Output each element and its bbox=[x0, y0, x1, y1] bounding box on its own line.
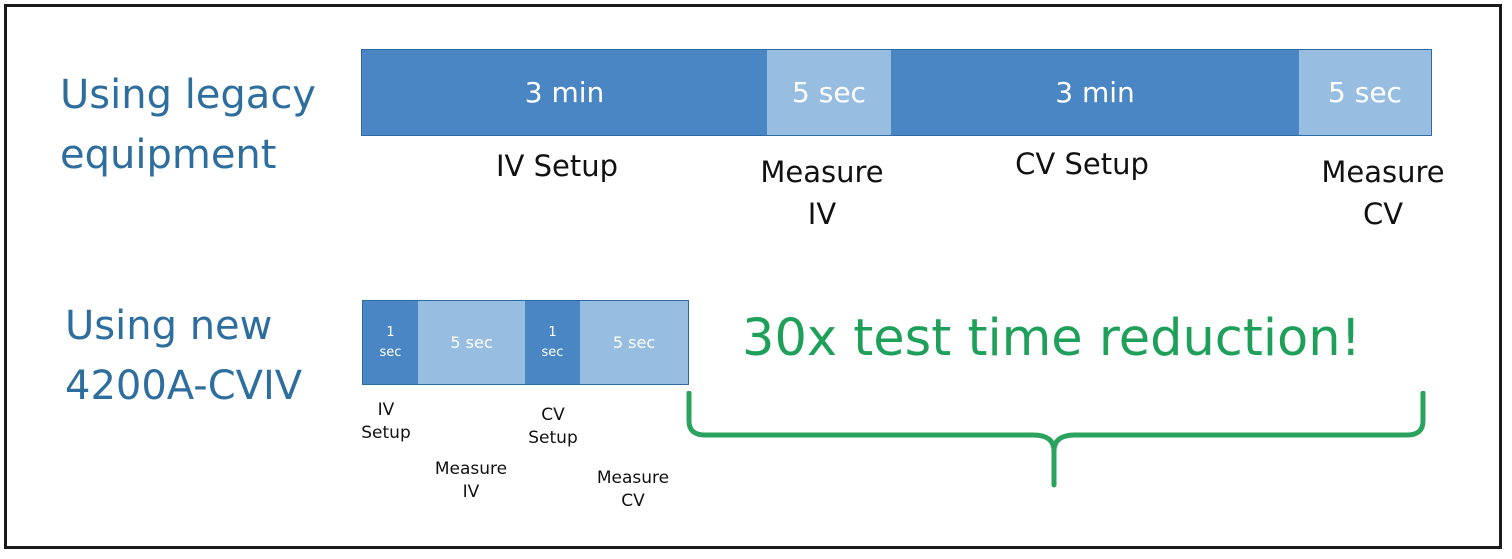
legacy-measure-cv-segment: 5 sec bbox=[1299, 50, 1431, 135]
brace-icon bbox=[686, 391, 1426, 488]
brace-path bbox=[686, 391, 1426, 488]
new-timeline-bar: 1 sec 5 sec 1 sec 5 sec bbox=[362, 300, 689, 385]
new-measure-cv-segment: 5 sec bbox=[580, 301, 688, 384]
new-measure-iv-segment: 5 sec bbox=[418, 301, 525, 384]
legacy-cv-setup-caption: CV Setup bbox=[1015, 147, 1149, 181]
new-measure-iv-caption: Measure IV bbox=[434, 459, 508, 502]
new-iv-setup-segment: 1 sec bbox=[363, 301, 418, 384]
legacy-cv-setup-segment: 3 min bbox=[891, 50, 1299, 135]
legacy-measure-cv-caption: Measure CV bbox=[1321, 155, 1445, 231]
test-time-reduction-headline: 30x test time reduction! bbox=[742, 309, 1361, 368]
legacy-timeline-bar: 3 min 5 sec 3 min 5 sec bbox=[361, 49, 1432, 136]
new-cv-setup-caption: CV Setup bbox=[528, 405, 578, 448]
new-row-label: Using new 4200A-CVIV bbox=[65, 303, 303, 409]
legacy-iv-setup-caption: IV Setup bbox=[495, 149, 619, 183]
legacy-row-label: Using legacy equipment bbox=[60, 72, 316, 178]
legacy-measure-iv-caption: Measure IV bbox=[760, 155, 884, 231]
legacy-iv-setup-segment: 3 min bbox=[362, 50, 767, 135]
new-measure-cv-caption: Measure CV bbox=[596, 468, 670, 511]
legacy-measure-iv-segment: 5 sec bbox=[767, 50, 891, 135]
new-cv-setup-segment: 1 sec bbox=[525, 301, 580, 384]
new-iv-setup-caption: IV Setup bbox=[361, 400, 411, 443]
figure-frame: Using legacy equipment 3 min 5 sec 3 min… bbox=[4, 4, 1502, 549]
